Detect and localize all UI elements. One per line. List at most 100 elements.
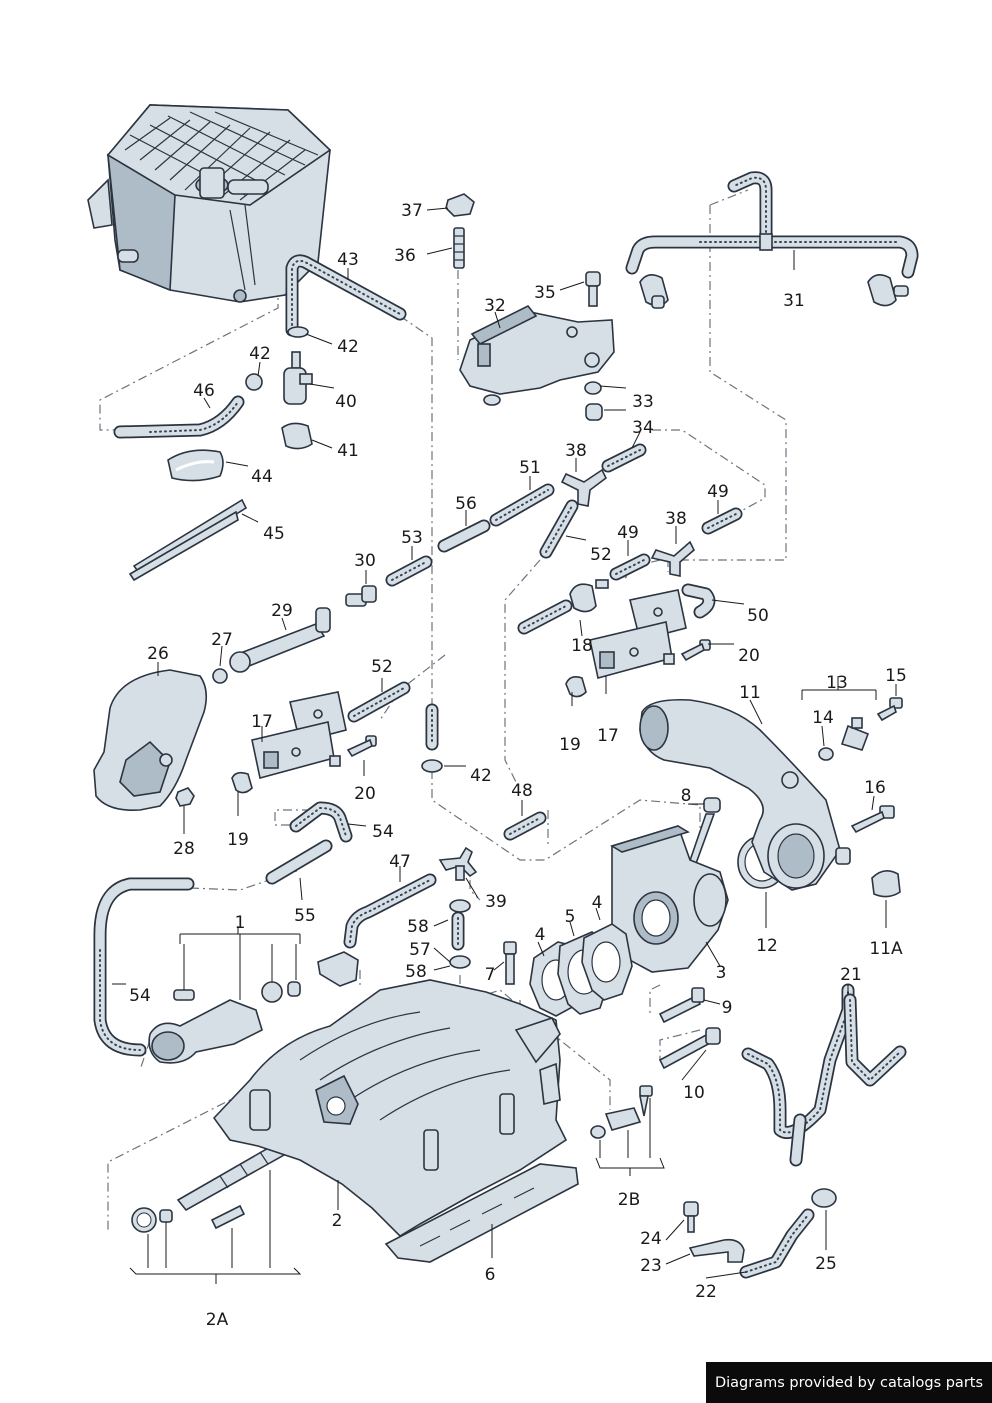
hose-47 (343, 873, 437, 949)
gaskets-4-5 (529, 923, 633, 1017)
callout-28: 28 (173, 839, 195, 859)
callout-5: 5 (565, 907, 576, 927)
callout-54b: 54 (129, 986, 151, 1006)
callout-9: 9 (722, 998, 733, 1018)
callout-42b: 42 (249, 344, 271, 364)
callout-36: 36 (394, 246, 416, 266)
callout-10: 10 (683, 1083, 705, 1103)
callout-50: 50 (747, 606, 769, 626)
callout-18: 18 (571, 636, 593, 656)
callout-39: 39 (485, 892, 507, 912)
callout-24: 24 (640, 1229, 662, 1249)
callout-33: 33 (632, 392, 654, 412)
callout-54a: 54 (372, 822, 394, 842)
callout-1: 1 (235, 913, 246, 933)
callout-57: 57 (409, 940, 431, 960)
callout-35: 35 (534, 283, 556, 303)
callout-17b: 17 (597, 726, 619, 746)
callout-49a: 49 (707, 482, 729, 502)
callout-25: 25 (815, 1254, 837, 1274)
engine-cover-26 (93, 669, 208, 812)
callout-53: 53 (401, 528, 423, 548)
check-valve-right (867, 274, 909, 307)
hose-52-lower (347, 681, 411, 723)
callout-13: 13 (826, 673, 848, 693)
callout-6: 6 (485, 1265, 496, 1285)
solenoid-valve-17-right (589, 589, 687, 679)
callout-20a: 20 (354, 784, 376, 804)
hose-21 (741, 983, 907, 1167)
hose-34 (601, 443, 647, 473)
callout-41: 41 (337, 441, 359, 461)
callout-3: 3 (716, 963, 727, 983)
callout-2B: 2B (618, 1190, 640, 1210)
callout-42a: 42 (337, 337, 359, 357)
check-valve-left (639, 274, 669, 309)
callout-21: 21 (840, 965, 862, 985)
callout-49b: 49 (617, 523, 639, 543)
callout-51: 51 (519, 458, 541, 478)
callout-11: 11 (739, 683, 761, 703)
hose-18 (517, 599, 573, 635)
hoses (93, 171, 919, 1279)
callout-14: 14 (812, 708, 834, 728)
callout-55: 55 (294, 906, 316, 926)
callout-8: 8 (681, 786, 692, 806)
hose-22 (739, 1208, 815, 1279)
solenoid-valve-17-left (251, 691, 347, 779)
callout-4a: 4 (535, 925, 546, 945)
callout-30: 30 (354, 551, 376, 571)
callout-45: 45 (263, 524, 285, 544)
callout-15: 15 (885, 666, 907, 686)
air-filter-housing (87, 104, 332, 303)
callout-7: 7 (485, 965, 496, 985)
callout-38b: 38 (665, 509, 687, 529)
callout-38a: 38 (565, 441, 587, 461)
callout-12: 12 (756, 936, 778, 956)
hose-51 (489, 483, 555, 527)
callout-56: 56 (455, 494, 477, 514)
callout-27: 27 (211, 630, 233, 650)
callout-11A: 11A (869, 939, 903, 959)
callout-44: 44 (251, 467, 273, 487)
intake-manifold-2 (212, 979, 579, 1263)
callout-19b: 19 (559, 735, 581, 755)
callout-22: 22 (695, 1282, 717, 1302)
hose-48 (503, 811, 547, 841)
hose-49-upper (701, 507, 743, 535)
callout-52b: 52 (371, 657, 393, 677)
callout-17a: 17 (251, 712, 273, 732)
callout-37: 37 (401, 201, 423, 221)
hose-56 (437, 519, 491, 553)
hose-49-lower (609, 553, 651, 581)
callout-52a: 52 (590, 545, 612, 565)
callout-42c: 42 (470, 766, 492, 786)
callout-23: 23 (640, 1256, 662, 1276)
callout-43: 43 (337, 250, 359, 270)
leader-lines (112, 207, 897, 1284)
fittings (128, 193, 909, 1263)
hose-54-lower (93, 877, 195, 1057)
callout-4b: 4 (592, 893, 603, 913)
intake-pipe-11 (639, 698, 851, 891)
hose-54-upper (289, 801, 353, 843)
callout-40: 40 (335, 392, 357, 412)
callout-34: 34 (632, 418, 654, 438)
hose-53 (385, 555, 433, 587)
throttle-body-3 (610, 825, 729, 973)
callout-46: 46 (193, 381, 215, 401)
callout-labels: 1 2 2A 2B 3 4 4 5 6 7 8 9 10 11 11A 12 1… (129, 201, 907, 1330)
callout-19a: 19 (227, 830, 249, 850)
callout-29: 29 (271, 601, 293, 621)
hose-55 (265, 839, 333, 885)
callout-2A: 2A (206, 1310, 229, 1330)
callout-20b: 20 (738, 646, 760, 666)
callout-2: 2 (332, 1211, 343, 1231)
hose-50 (681, 583, 716, 619)
callout-16: 16 (864, 778, 886, 798)
callout-26: 26 (147, 644, 169, 664)
callout-48: 48 (511, 781, 533, 801)
hose-52-upper (539, 499, 579, 559)
footer-credit-banner: Diagrams provided by catalogs parts (706, 1362, 992, 1403)
